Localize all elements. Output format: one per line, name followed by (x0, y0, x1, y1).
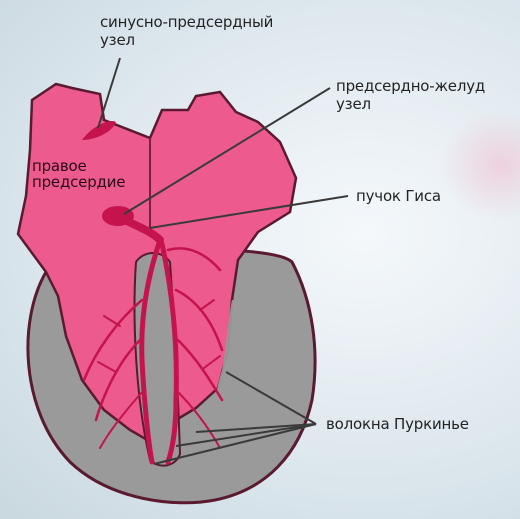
label-right-atrium-line1: правое (32, 158, 87, 174)
label-sa-node-line2: узел (100, 32, 135, 48)
label-av-node-line1: предсердно-желуд (336, 78, 485, 94)
background-glow (440, 110, 520, 220)
label-his-bundle: пучок Гиса (356, 188, 441, 204)
pointer-sa-node (98, 58, 120, 128)
label-purkinje-fibers: волокна Пуркинье (326, 416, 469, 432)
label-right-atrium-line2: предсердие (32, 174, 125, 190)
label-sa-node-line1: синусно-предсердный (100, 14, 273, 30)
label-av-node-line2: узел (336, 96, 371, 112)
